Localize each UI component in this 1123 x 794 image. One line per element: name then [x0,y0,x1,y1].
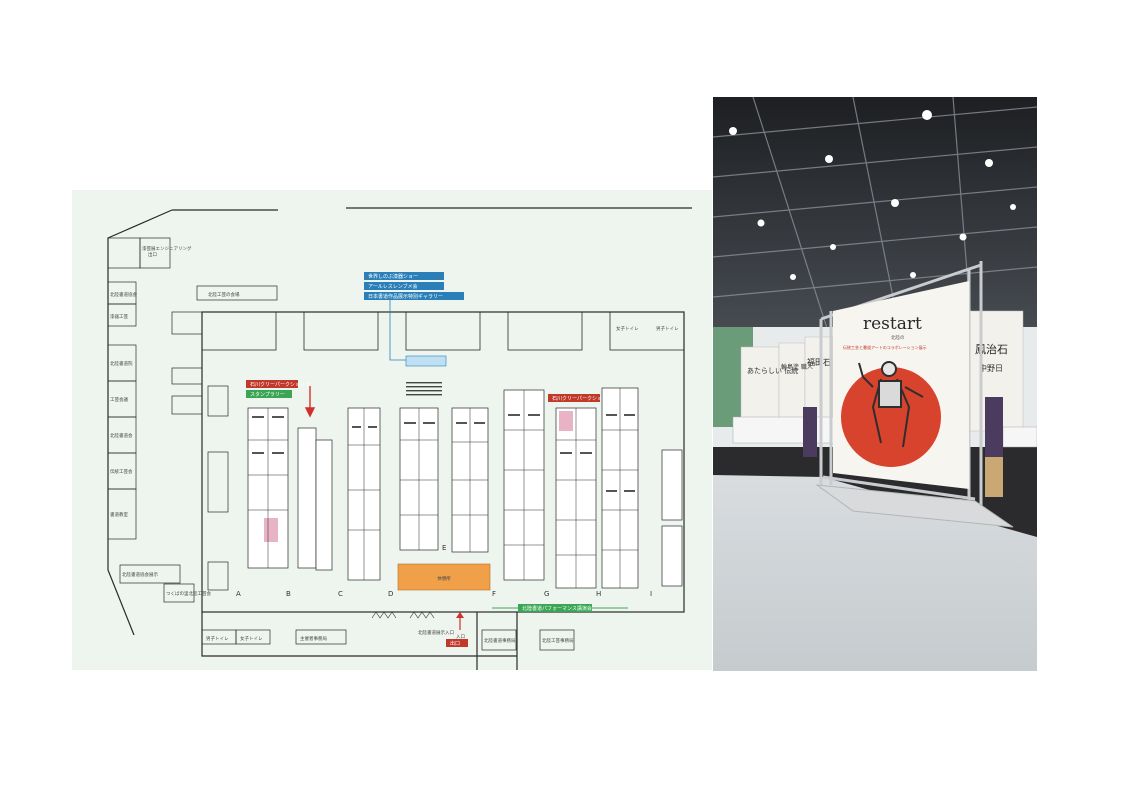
side-room-3: 北陸書道院 [110,360,133,367]
blue-tag-1: 世界しのぶ漆器ショー [368,273,418,280]
room-bottom-right-b: 北陸工芸事務局 [542,637,574,644]
banner-left-3: 福田石 [807,358,831,367]
display-racks [803,397,1003,497]
sign-tagline: 伝統工芸と書道アートのコラボレーション展示 [843,344,927,350]
row-letter-d: D [388,590,393,598]
platform-base [815,484,1014,528]
booth-label-marks [252,414,635,492]
sign-figure [858,361,924,448]
red-tag-right: 石川クリーパークショップ [552,396,612,402]
banner-left-1: あたらしい 伝統 [747,366,798,375]
row-letter-f: F [492,590,496,598]
exit-box-label: 出口 [450,640,460,647]
room-top-label: 北陸工芸の会場 [208,291,240,298]
green-tag-left: スタンプラリー [250,391,285,398]
rest-area-block [397,563,491,591]
side-room-1: 北陸書道協会 [110,291,137,298]
green-tag-bottom: 北陸書道パフォーマンス講演会 [522,605,592,612]
ceiling-lights [729,110,1016,280]
red-tag-left: 石川クリーパークショップ [250,382,310,388]
row-letter-h: H [596,590,601,598]
side-room-2: 漆器工芸 [110,313,128,320]
sign-title: restart [863,314,922,334]
room-top-left-a: 漆芸展エンジニアリング [142,245,192,252]
blue-tag-3: 日本書道作品展示特別ギャラリー [368,293,443,300]
sign-sub-small: 北陸の [891,334,905,341]
blue-tags: 世界しのぶ漆器ショー アールレスレンブメ会 日本書道作品展示特別ギャラリー [364,272,464,367]
room-bottom-right-a: 北陸書道事務局 [484,637,516,644]
room-top-right-a: 女子トイレ [616,325,639,332]
bottom-rooms [201,629,575,651]
counter-right [1002,426,1037,448]
entrance-note: 北陸書道展示入口 [418,629,454,636]
row-letter-e: E [442,544,446,552]
row-letter-g: G [544,590,549,598]
stripe-marker [406,382,442,396]
pink-booth-right [559,411,573,431]
floor-map-drawing: 休憩所 世界しのぶ漆器ショー アールレスレンブメ会 日本書道作品展示特別ギャラリ… [107,207,692,670]
pink-booth-left [264,518,278,542]
red-green-tags: 石川クリーパークショップ スタンプラリー 石川クリーパークショップ 北陸書道パフ… [246,380,628,612]
booth-photo-drawing: あたらしい 伝統 輪島塗 職人 福田石 鳳治石 中野日 [713,97,1037,671]
row-letter-a: A [236,590,241,598]
row-letter-i: I [650,590,652,598]
booth-dividers [248,388,638,588]
banner-right-2: 中野日 [979,363,1003,373]
banner-right-1: 鳳治石 [975,342,1008,356]
side-room-7: 書道教室 [110,511,128,518]
room-bottom-left-b: 女子トイレ [240,635,263,642]
room-bottom-left-c: 主催者事務局 [300,635,327,642]
room-labels: 漆芸展エンジニアリング 出口 北陸工芸の会場 女子トイレ 男子トイレ 男子トイレ… [110,245,679,644]
floor-map: 休憩所 世界しのぶ漆器ショー アールレスレンブメ会 日本書道作品展示特別ギャラリ… [72,190,712,670]
banner-left-2: 輪島塗 職人 [781,363,813,371]
room-bottom-left-e: つくばの里北陸工芸会 [166,590,211,597]
blue-tag-2: アールレスレンブメ会 [368,283,418,290]
ceiling-trusses [713,97,1037,348]
top-booths [201,311,685,351]
row-letters: A B C D E F G H I [236,544,652,598]
booth-photo: あたらしい 伝統 輪島塗 職人 福田石 鳳治石 中野日 [713,97,1037,671]
row-letter-b: B [286,590,291,598]
room-top-left-b: 出口 [148,251,157,258]
rest-area-label: 休憩所 [437,575,451,582]
left-banners: あたらしい 伝統 輪島塗 職人 福田石 [740,336,834,428]
entrance: 入口 北陸書道展示入口 出口 [418,612,468,647]
side-room-4: 工芸会議 [110,396,128,403]
room-bottom-left-a: 男子トイレ [206,635,229,642]
room-top-right-b: 男子トイレ [656,325,679,332]
booth-columns [247,387,683,589]
door-markers [371,611,435,619]
row-letter-c: C [338,590,343,598]
red-arrow-icon [304,386,316,418]
room-bottom-left-d: 北陸書道協会展示 [122,571,158,578]
left-rooms [107,237,278,603]
side-room-6: 伝統工芸会 [110,468,133,475]
entrance-label: 入口 [456,634,465,640]
side-room-5: 北陸書道会 [110,432,133,439]
